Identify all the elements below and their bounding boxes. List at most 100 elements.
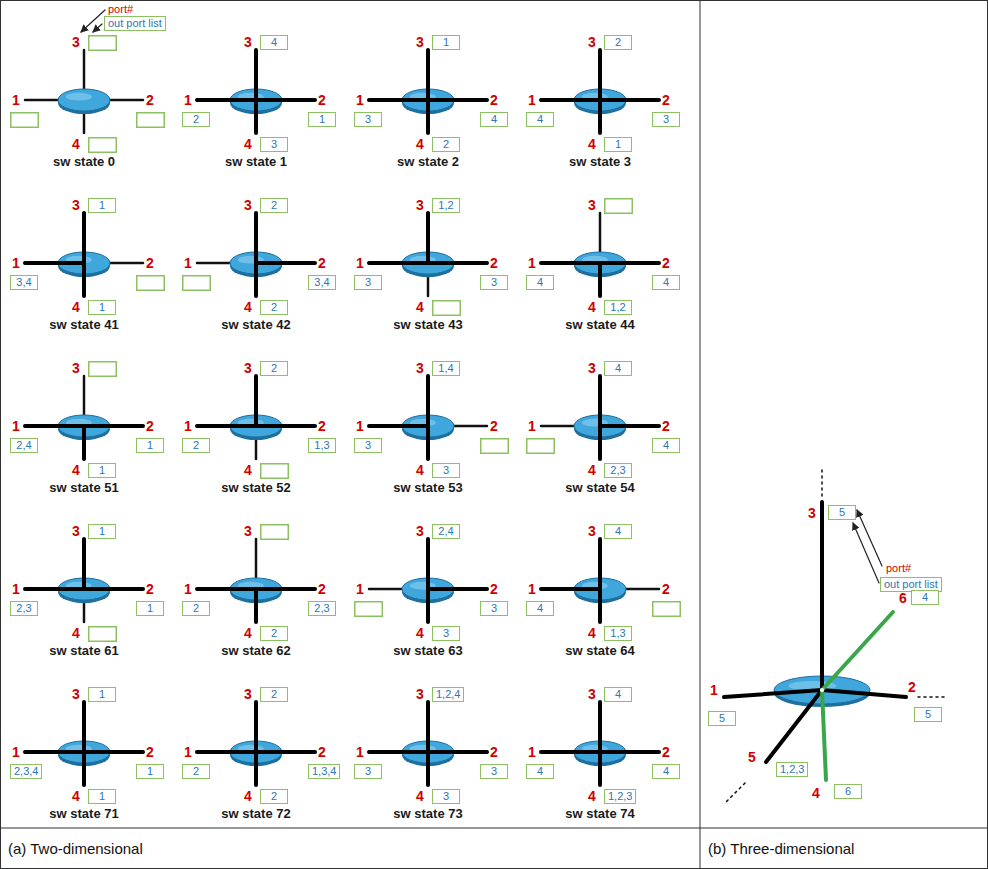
port-number: 1 [12, 419, 20, 433]
out-port-list: 4 [615, 525, 621, 537]
port-stub [83, 111, 86, 133]
port-stub [110, 262, 143, 265]
state-caption: sw state 61 [49, 644, 118, 658]
switch-path [426, 50, 430, 100]
port-number: 2 [662, 256, 670, 270]
port-number: 3 [72, 361, 80, 375]
out-port-box: 2 [260, 789, 288, 804]
switch-path [598, 100, 602, 133]
out-port-box: 4 [526, 112, 554, 127]
switch-path [541, 587, 600, 591]
out-port-box: 1 [88, 300, 116, 315]
switch-path [25, 587, 84, 591]
switch-path [426, 752, 430, 785]
out-port-box: 2,3 [308, 601, 336, 616]
switch-path [256, 424, 315, 428]
state-caption: sw state 3 [569, 155, 631, 169]
out-port-box: 2 [260, 300, 288, 315]
out-port-list: 3 [491, 602, 497, 614]
switch-path [598, 589, 602, 622]
out-port-list: 2 [271, 362, 277, 374]
out-port-list: 1,3 [314, 439, 329, 451]
switch-path [428, 98, 487, 102]
out-port-list: 3 [365, 765, 371, 777]
state-caption: sw state 52 [221, 481, 290, 495]
switch-path [426, 100, 430, 133]
port-number: 3 [588, 524, 596, 538]
switch-path [600, 750, 659, 754]
out-port-list: 1,2,3 [780, 763, 804, 775]
port-number: 1 [12, 93, 20, 107]
out-port-list: 2 [271, 301, 277, 313]
port-number: 1 [12, 745, 20, 759]
switch-path [254, 213, 258, 263]
switch-path [598, 50, 602, 100]
out-port-list: 3 [365, 439, 371, 451]
switch-path [254, 100, 258, 133]
leader-arrow [81, 10, 105, 32]
port-number: 1 [356, 582, 364, 596]
out-port-box: 1,3,4 [308, 764, 340, 779]
leader-arrow [93, 24, 102, 32]
switch-path [598, 702, 602, 752]
out-port-list: 2,3 [610, 464, 625, 476]
port-number: 1 [356, 93, 364, 107]
out-port-box: 2 [182, 764, 210, 779]
port-number: 2 [908, 680, 916, 694]
switch-path [541, 98, 600, 102]
port-number: 3 [72, 524, 80, 538]
port-stub [541, 425, 574, 428]
out-port-box: 4 [652, 275, 680, 290]
out-port-list: 1 [615, 138, 621, 150]
out-port-box: 1 [136, 601, 164, 616]
out-port-list: 1 [99, 464, 105, 476]
empty-out-port-box [605, 199, 633, 214]
switch-path [254, 376, 258, 426]
state-caption: sw state 74 [565, 807, 634, 821]
out-port-list: 1 [99, 525, 105, 537]
port-number: 4 [588, 137, 596, 151]
out-port-box: 3,4 [308, 275, 336, 290]
out-port-box: 1,3 [604, 626, 632, 641]
out-port-box: 1 [604, 137, 632, 152]
port-stub [83, 50, 86, 89]
out-port-list: 2 [271, 199, 277, 211]
port-stub [83, 600, 86, 622]
switch-path [82, 426, 86, 459]
port-number: 1 [184, 582, 192, 596]
port-number: 2 [146, 93, 154, 107]
port-number: 2 [146, 256, 154, 270]
out-port-box: 1,2,3 [776, 762, 808, 777]
out-port-list: 5 [719, 712, 725, 724]
out-port-box: 5 [828, 505, 856, 520]
state-caption: sw state 63 [393, 644, 462, 658]
dotted-extension [725, 783, 745, 803]
port-stub [427, 274, 430, 296]
out-port-list: 4 [615, 688, 621, 700]
switch-path [84, 750, 143, 754]
port-number: 4 [72, 626, 80, 640]
switch-path [598, 752, 602, 785]
out-port-list: 3,4 [16, 276, 31, 288]
port-number: 3 [588, 361, 596, 375]
port-number: 1 [710, 683, 718, 697]
dotted-extension [918, 696, 945, 698]
switch-path [541, 750, 600, 754]
port-number: 4 [72, 137, 80, 151]
out-port-list: 2 [443, 138, 449, 150]
out-port-list: 2 [193, 765, 199, 777]
port-number: 2 [146, 745, 154, 759]
state-caption: sw state 54 [565, 481, 634, 495]
empty-out-port-box [261, 464, 289, 479]
port-number: 2 [318, 256, 326, 270]
state-caption: sw state 62 [221, 644, 290, 658]
switch-path [197, 424, 256, 428]
out-port-box: 1,2,3 [604, 789, 636, 804]
port-number: 3 [244, 198, 252, 212]
port-number: 3 [588, 35, 596, 49]
out-port-box: 1 [88, 198, 116, 213]
port-number: 1 [12, 256, 20, 270]
port-number: 2 [146, 582, 154, 596]
port-number: 4 [416, 300, 424, 314]
switch-path [256, 587, 315, 591]
